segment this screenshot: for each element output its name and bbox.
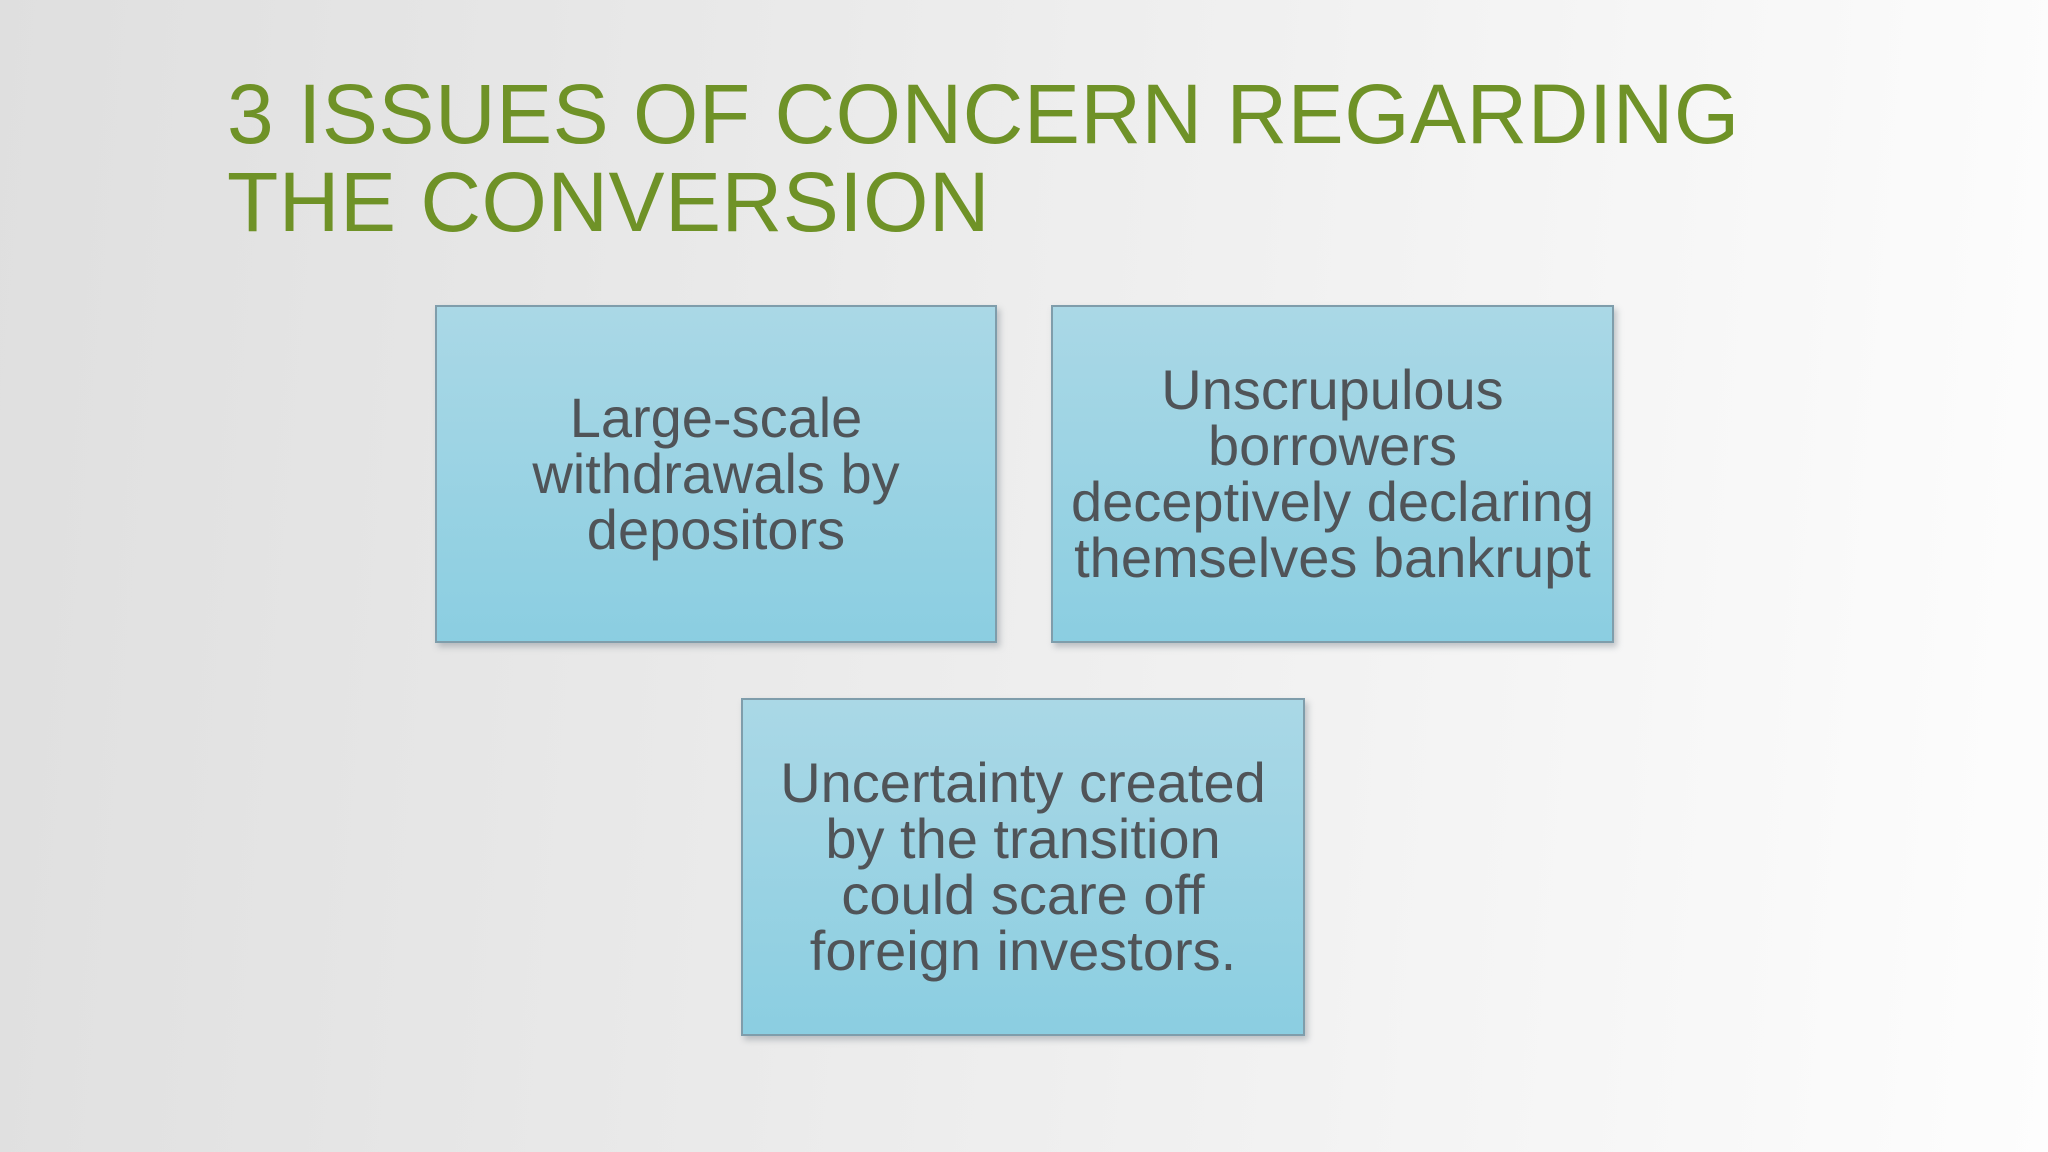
concern-box-uncertainty: Uncertainty created by the transition co… xyxy=(741,698,1305,1036)
concern-box-uncertainty-text: Uncertainty created by the transition co… xyxy=(780,751,1266,982)
concern-box-withdrawals: Large-scale withdrawals by depositors xyxy=(435,305,997,643)
concern-box-borrowers-text: Unscrupulous borrowers deceptively decla… xyxy=(1071,358,1594,589)
slide-title: 3 ISSUES OF CONCERN REGARDING THE CONVER… xyxy=(227,67,1740,249)
concern-box-withdrawals-text: Large-scale withdrawals by depositors xyxy=(532,386,900,561)
concern-box-borrowers: Unscrupulous borrowers deceptively decla… xyxy=(1051,305,1614,643)
